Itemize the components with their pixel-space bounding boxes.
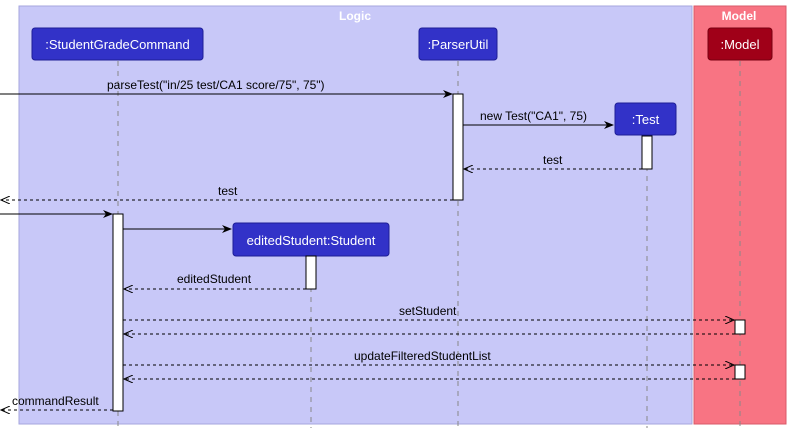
message-label: editedStudent (177, 272, 252, 286)
message-set-student: setStudent (123, 304, 734, 320)
participant-box (31, 27, 204, 61)
activation-student-grade-command (112, 213, 124, 412)
message-label: setStudent (399, 304, 457, 318)
group-logic: Logic (18, 5, 693, 425)
participant-label: :Test (632, 112, 660, 127)
message-new-test: new Test("CA1", 75) (463, 109, 614, 129)
activation-model-2 (734, 364, 746, 380)
participant-student-grade-command: :StudentGradeCommand (31, 27, 204, 61)
message-label: parseTest("in/25 test/CA1 score/75", 75"… (107, 78, 325, 92)
message-update-filtered: updateFilteredStudentList (123, 349, 734, 365)
message-parse-test: parseTest("in/25 test/CA1 score/75", 75"… (0, 78, 453, 98)
message-label: commandResult (12, 394, 99, 408)
activation-parser-util (452, 93, 464, 201)
activation-test (641, 135, 653, 170)
participant-label: :ParserUtil (428, 37, 489, 52)
message-label: updateFilteredStudentList (354, 349, 491, 363)
participant-edited-student: editedStudent:Student (232, 222, 390, 257)
participant-test: :Test (614, 102, 677, 136)
message-edited-student-return: editedStudent (124, 272, 306, 289)
message-test-return-outer: test (1, 184, 453, 200)
participant-label: :Model (720, 37, 759, 52)
message-label: test (543, 153, 563, 167)
participant-box (614, 102, 677, 136)
participant-parser-util: :ParserUtil (418, 27, 498, 61)
participant-label: :StudentGradeCommand (45, 37, 190, 52)
participant-box (418, 27, 498, 61)
group-logic-title: Logic (339, 9, 371, 23)
group-logic-box (18, 5, 693, 425)
participant-model: :Model (707, 27, 773, 61)
message-label: test (218, 184, 238, 198)
message-test-return: test (464, 153, 642, 169)
group-model-title: Model (722, 9, 757, 23)
activation-edited-student (305, 255, 317, 290)
activation-model-1 (734, 319, 746, 335)
participant-label: editedStudent:Student (247, 233, 376, 248)
message-command-result: commandResult (1, 394, 113, 410)
message-label: new Test("CA1", 75) (480, 109, 587, 123)
participant-box (707, 27, 773, 61)
activations (112, 93, 746, 412)
